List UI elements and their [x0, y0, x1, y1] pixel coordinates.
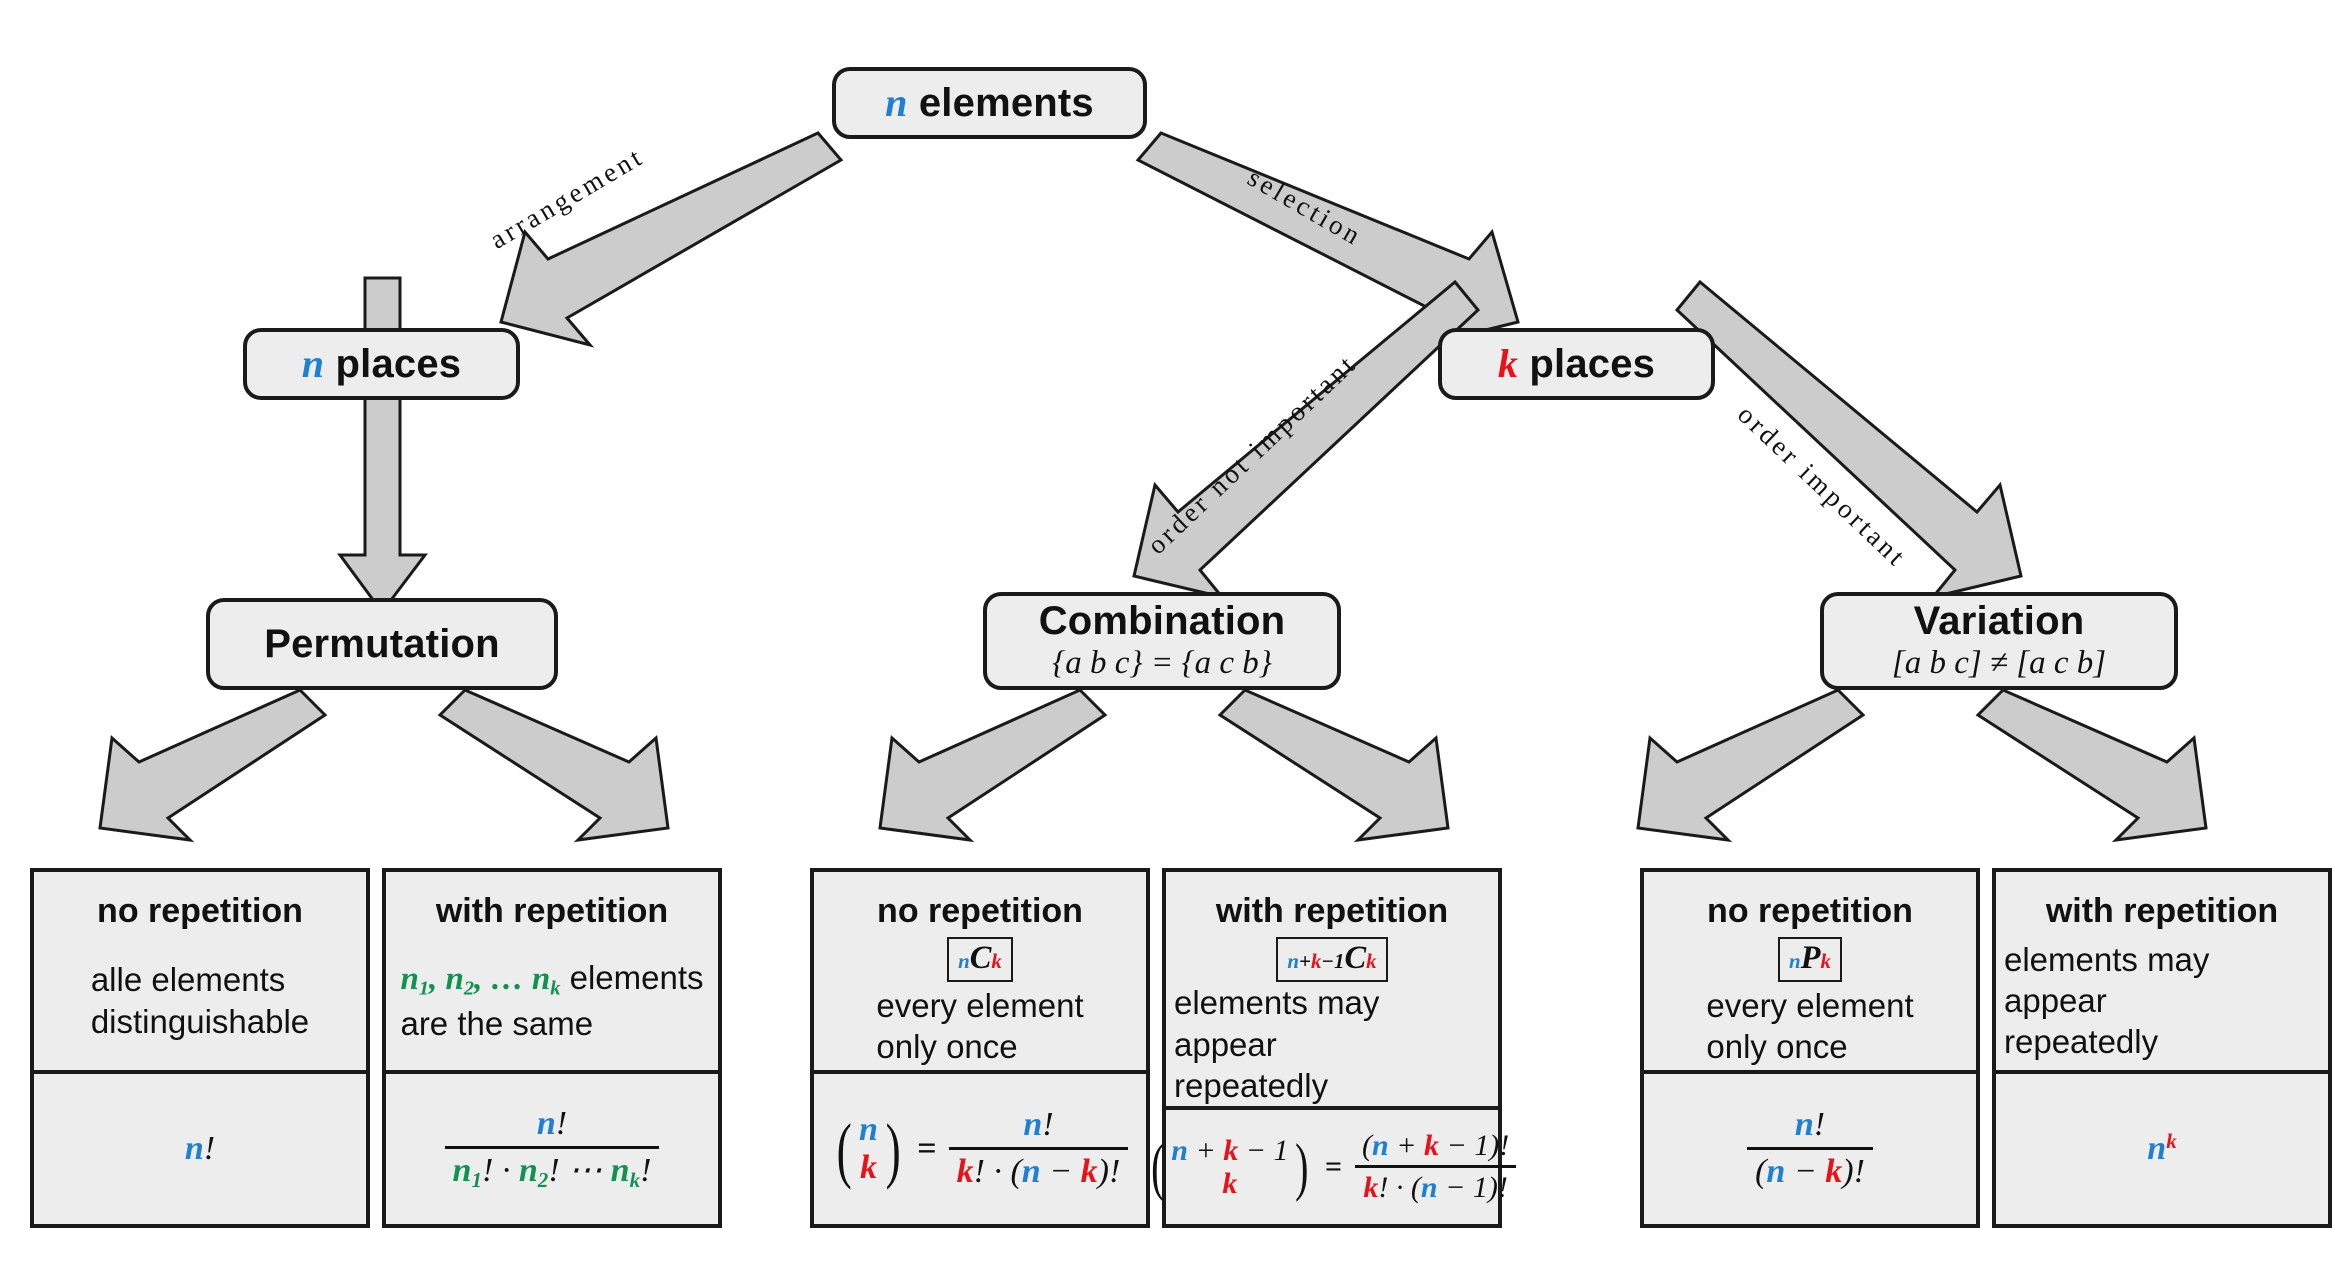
arrow-k-places-to-variation — [1674, 279, 2023, 600]
leaf-top: with repetition n+k−1Ck elements may app… — [1166, 872, 1498, 1106]
arrow-combination-to-leaf-with-repetition — [1217, 688, 1450, 843]
leaf-title: with repetition — [1215, 892, 1449, 930]
node-permutation[interactable]: Permutation — [206, 598, 558, 690]
node-combination-title: Combination — [1038, 599, 1286, 644]
edge-label-order-important: order important — [1732, 399, 1914, 574]
node-variation[interactable]: Variation [a b c] ≠ [a c b] — [1820, 592, 2178, 690]
node-k-places-label: k places — [1497, 341, 1656, 387]
arrow-variation-to-leaf-with-repetition — [1975, 688, 2208, 843]
arrow-permutation-to-leaf-with-repetition — [437, 688, 670, 843]
edge-label-arrangement: arrangement — [484, 140, 650, 255]
leaf-formula: n! (n − k)! — [1644, 1070, 1976, 1224]
node-n-elements-label: n elements — [885, 80, 1094, 126]
edge-label-order-not-important: order not important — [1141, 347, 1363, 561]
leaf-formula: n! n1! · n2! ⋯ nk! — [386, 1070, 718, 1224]
leaf-formula: n! — [34, 1070, 366, 1224]
leaf-badge-ncr: nCk — [947, 937, 1013, 983]
node-n-elements[interactable]: n elements — [832, 67, 1147, 139]
node-n-places[interactable]: n places — [243, 328, 520, 400]
leaf-title: no repetition — [1707, 892, 1913, 930]
edge-label-selection: selection — [1242, 162, 1369, 252]
arrow-combination-to-leaf-no-repetition — [878, 688, 1108, 843]
leaf-title: with repetition — [435, 892, 669, 930]
arrow-k-places-to-combination — [1132, 279, 1481, 600]
node-variation-title: Variation — [1913, 599, 2085, 644]
leaf-badge-ncr-repeat: n+k−1Ck — [1276, 937, 1388, 983]
leaf-title: no repetition — [877, 892, 1083, 930]
leaf-title: with repetition — [2045, 892, 2279, 930]
arrow-permutation-to-leaf-no-repetition — [98, 688, 328, 843]
leaf-combination-with-repetition[interactable]: with repetition n+k−1Ck elements may app… — [1151, 868, 1516, 1228]
arrow-variation-to-leaf-no-repetition — [1636, 688, 1866, 843]
node-combination-subtitle: {a b c} = {a c b} — [1052, 645, 1272, 682]
node-n-places-label: n places — [301, 341, 462, 387]
node-combination[interactable]: Combination {a b c} = {a c b} — [983, 592, 1341, 690]
node-permutation-title: Permutation — [264, 622, 500, 666]
arrow-root-to-n-places — [499, 131, 844, 348]
node-variation-subtitle: [a b c] ≠ [a c b] — [1891, 645, 2107, 682]
leaf-title: no repetition — [97, 892, 303, 930]
leaf-badge-npr: nPk — [1778, 937, 1842, 983]
node-k-places[interactable]: k places — [1438, 328, 1715, 400]
